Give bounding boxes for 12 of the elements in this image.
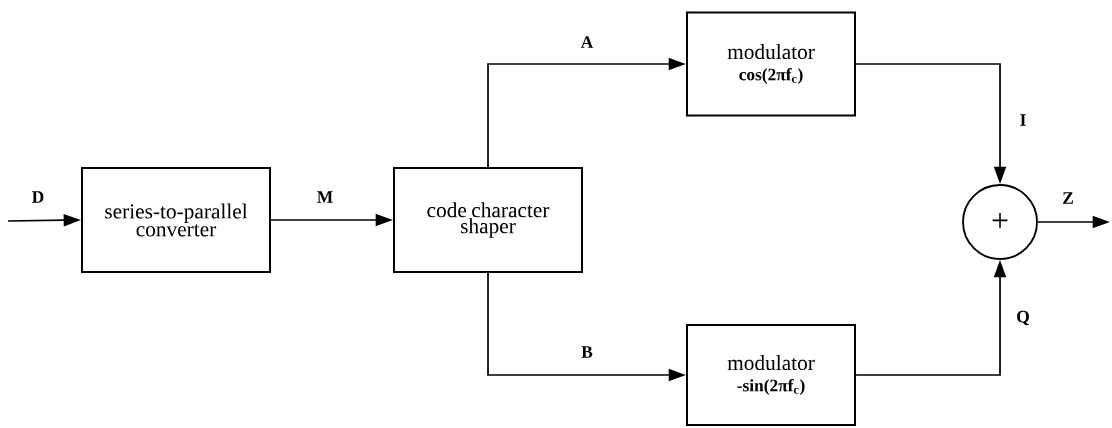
summing-junction: + [962,184,1038,260]
edge-label: I [1018,113,1028,127]
process-box: modulator -sin(2πf$_{c}$) [686,324,856,426]
edge-label: Z [1060,191,1076,205]
process-box: series-to-parallel converter [81,167,271,273]
process-box: code character shaper [393,167,583,273]
edge-label: D [30,189,46,204]
edge-label: B [579,344,595,360]
process-box: modulator cos(2πf$_{c}$) [686,11,856,117]
edge-label: Q [1014,309,1032,327]
edge-label: M [315,190,335,204]
edge-label: A [579,34,595,50]
